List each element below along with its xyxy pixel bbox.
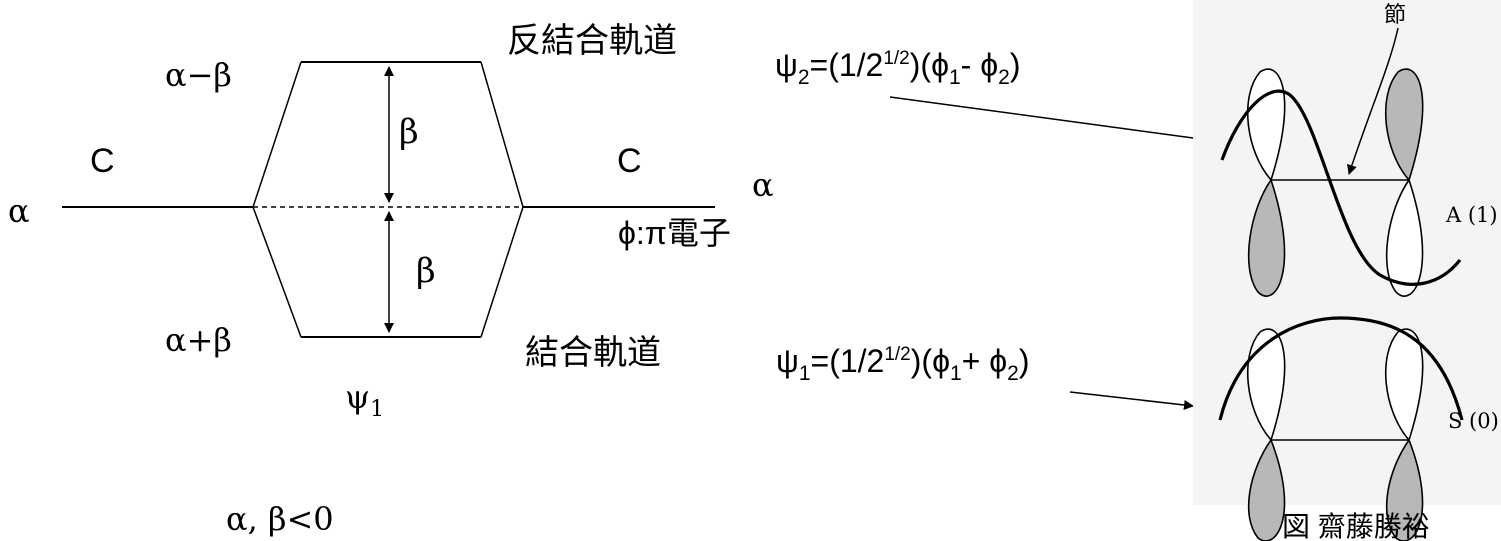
symmetric-orbital-drawing: S (0): [1218, 316, 1499, 541]
phi-pi-electron-label: ϕ:π電子: [618, 215, 731, 251]
alpha-plus-beta-label: α+β: [165, 321, 232, 359]
node-pointer-arrow: [1347, 27, 1399, 175]
antibonding-orbital-label: 反結合軌道: [507, 22, 677, 60]
left-lower-lobe-shaded: [1247, 178, 1286, 297]
psi2-equation: ψ2=(1/21/2)(ϕ1- ϕ2): [775, 47, 1020, 89]
bonding-orbital-label: 結合軌道: [525, 334, 661, 372]
psi1-level-label: ψ1: [345, 378, 384, 422]
orbital-figure-background: [1193, 0, 1501, 505]
antisymmetric-wave-curve: [1220, 89, 1462, 286]
right-upper-lobe-shaded: [1384, 68, 1424, 182]
psi1-equation: ψ1=(1/21/2)(ϕ1+ ϕ2): [776, 343, 1030, 385]
right-upper-lobe-s: [1384, 328, 1424, 442]
psi1-pointer-arrow: [1069, 391, 1194, 410]
figure-caption: 図 齋藤勝裕: [1282, 511, 1430, 541]
antisymmetric-orbital-drawing: 節 A (1): [1220, 3, 1498, 297]
right-lower-lobe: [1385, 178, 1424, 297]
beta-lower-label: β: [416, 251, 436, 291]
carbon-left-label: C: [90, 142, 115, 180]
node-label: 節: [1384, 3, 1406, 28]
alpha-beta-negative-condition: α, β<0: [226, 500, 334, 538]
correlation-line-lower-left: [252, 206, 302, 338]
carbon-right-label: C: [617, 142, 642, 180]
alpha-left-label: α: [8, 192, 30, 230]
psi2-pointer-arrow: [889, 96, 1209, 144]
alpha-minus-beta-label: α−β: [165, 56, 232, 94]
left-upper-lobe: [1246, 68, 1286, 182]
beta-upper-label: β: [399, 112, 419, 152]
left-upper-lobe-s: [1246, 328, 1286, 442]
correlation-line-upper-left: [252, 61, 302, 208]
correlation-line-upper-right: [480, 61, 524, 208]
symmetric-wave-curve: [1218, 316, 1464, 421]
antisymmetric-label: A (1): [1445, 203, 1498, 227]
alpha-right-label: α: [752, 166, 774, 204]
correlation-line-lower-right: [480, 206, 524, 338]
symmetric-label: S (0): [1448, 409, 1499, 433]
left-lower-lobe-s-shaded: [1247, 438, 1286, 541]
right-lower-lobe-s-shaded: [1385, 438, 1424, 541]
